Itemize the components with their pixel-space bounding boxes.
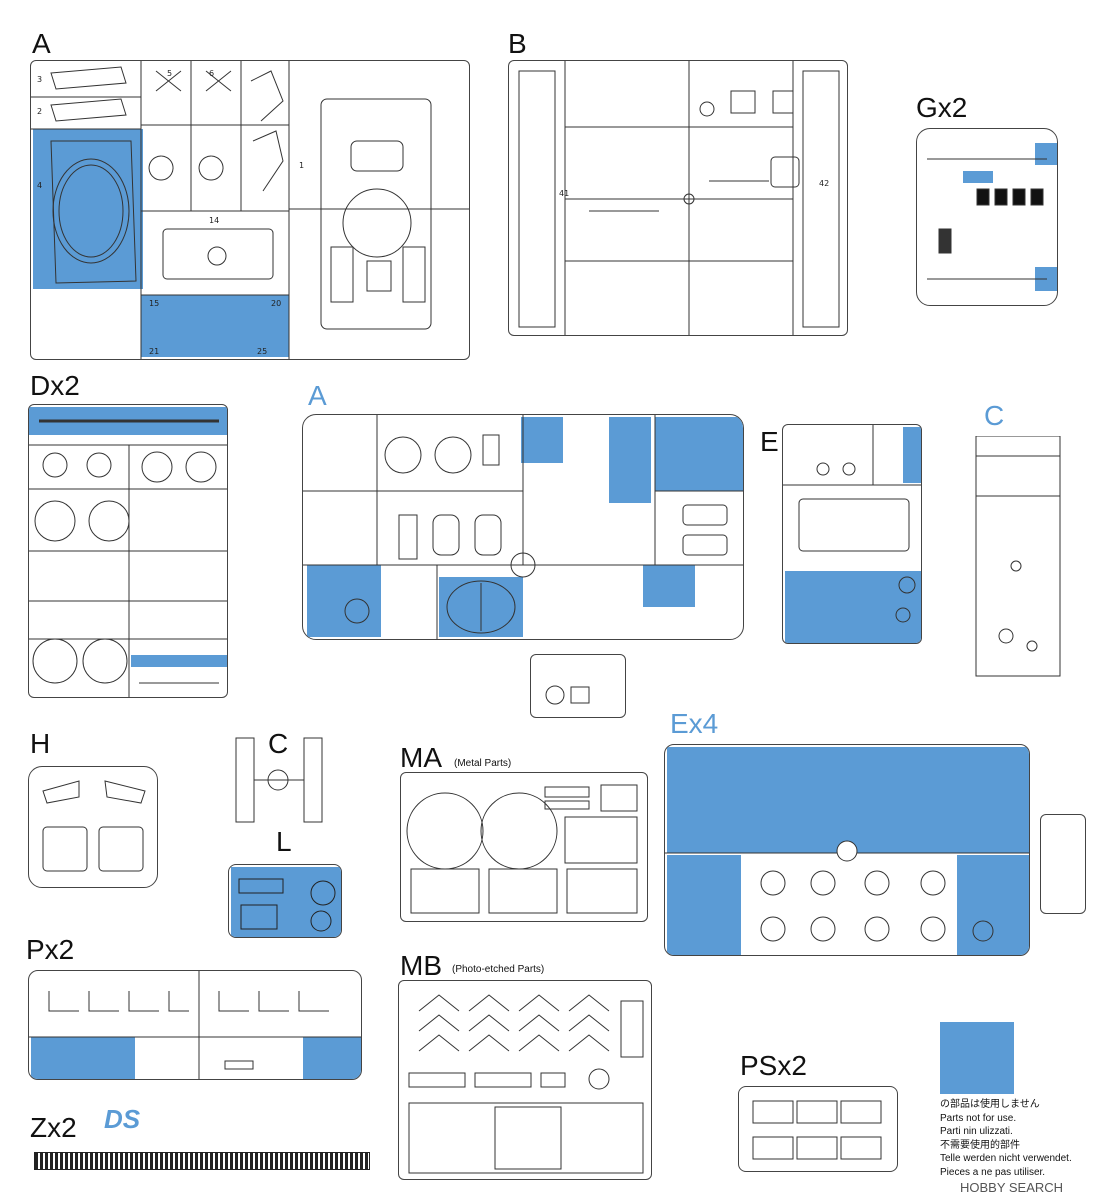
part-number: 3 (37, 75, 43, 84)
legend-line: Pieces a ne pas utiliser. (940, 1166, 1046, 1178)
sprue-d-drawing (29, 419, 227, 697)
part-number: 15 (149, 299, 160, 308)
part-number: 4 (37, 181, 43, 190)
sprue-l-drawing (238, 878, 336, 932)
legend-line: の部品は使用しません (940, 1099, 1040, 1110)
sprue-a2-drawing (303, 415, 743, 639)
sprue-ma-sub: (Metal Parts) (454, 758, 512, 769)
sprue-h-label: H (30, 728, 51, 759)
sprue-ps-drawing (752, 1100, 882, 1160)
sprue-ma-label: MA (400, 742, 442, 773)
sprue-a-drawing (31, 61, 469, 359)
sprue-a2 (302, 414, 744, 640)
sprue-p-label: Px2 (26, 934, 75, 965)
sprue-p-unused-right (303, 1037, 361, 1079)
sprue-mb-label: MB (400, 950, 442, 981)
part-number: 42 (819, 179, 830, 188)
sprue-a-unused-row-15-20 (141, 295, 289, 357)
sprue-a-label: A (32, 28, 51, 59)
sprue-a2-unused-19 (521, 417, 563, 463)
sprue-g-label: Gx2 (916, 92, 968, 123)
sprue-d-unused-31 (131, 655, 227, 667)
part-number: 14 (209, 216, 220, 225)
sprue-a: 3 2 4 5 6 1 14 15 20 21 25 (30, 60, 470, 360)
legend-line: 不需要使用的部件 (940, 1139, 1020, 1151)
part-number: 6 (209, 69, 215, 78)
sprue-c2-drawing (975, 436, 1061, 677)
sprue-mb-sub: (Photo-etched Parts) (452, 964, 545, 975)
sprue-e4-label: Ex4 (670, 708, 719, 739)
unused-parts-legend: の部品は使用しません Parts not for use. Parti nin … (940, 1098, 1072, 1179)
sprue-e4-unused-top (667, 747, 1029, 853)
sprue-d-label: Dx2 (30, 370, 80, 401)
sprue-h-drawing (42, 780, 146, 872)
sprue-e (782, 424, 922, 644)
legend-line: Parti nin ulizzati. (940, 1126, 1013, 1137)
sprue-b-label: B (508, 28, 527, 59)
sprue-p-unused-left (31, 1037, 135, 1079)
legend-line: Parts not for use. (940, 1112, 1017, 1124)
sprue-e4-drawing (665, 840, 1029, 942)
sprue-z-label: Zx2 (30, 1112, 77, 1143)
sprue-c-label: C (268, 728, 289, 759)
sprue-b: 41 42 (508, 60, 848, 336)
sprue-a2-tab (530, 654, 626, 718)
sprue-b-drawing (518, 61, 840, 335)
sprue-mb (398, 980, 652, 1180)
sprue-l (228, 864, 342, 938)
sprue-g-drawing (927, 158, 1047, 280)
sprue-d (28, 404, 228, 698)
sprue-e4-tab (1040, 814, 1086, 914)
sprue-a2-unused-23 (655, 417, 743, 491)
sprue-h (28, 766, 158, 888)
sprue-e4-unused-left (667, 855, 741, 955)
sprue-ps (738, 1086, 898, 1172)
part-number: 41 (559, 189, 570, 198)
sprue-e-drawing (783, 425, 921, 623)
sprue-e-unused-33 (903, 427, 921, 483)
sprue-g (916, 128, 1058, 306)
track-link-strip (34, 1152, 370, 1170)
sprue-a2-unused-20 (609, 417, 651, 503)
part-number: 21 (149, 347, 160, 356)
legend-line: Telle werden nicht verwendet. (940, 1153, 1072, 1164)
sprue-c2 (966, 436, 1070, 686)
sprue-ma-drawing (406, 784, 638, 914)
sprue-e4 (664, 744, 1030, 956)
sprue-g-unused-7 (963, 171, 993, 183)
part-number: 2 (37, 107, 43, 116)
sprue-a2-unused-42 (643, 565, 695, 607)
part-number: 25 (257, 347, 268, 356)
sprue-p (28, 970, 362, 1080)
sprue-l-label: L (276, 826, 292, 857)
ds-logo: DS (104, 1104, 141, 1134)
sprue-e-unused-23-30 (785, 571, 921, 643)
part-number: 1 (299, 161, 305, 170)
sprue-c2-label: C (984, 400, 1005, 431)
unused-parts-swatch (940, 1022, 1014, 1094)
sprue-mb-drawing (408, 994, 644, 1174)
sprue-ma (400, 772, 648, 922)
sprue-ps-label: PSx2 (740, 1050, 807, 1081)
part-number: 5 (167, 69, 173, 78)
sprue-e-label: E (760, 426, 779, 457)
part-number: 20 (271, 299, 282, 308)
sprue-a2-tab-drawing (545, 685, 590, 705)
hobby-search-watermark: HOBBY SEARCH (960, 1180, 1064, 1195)
sprue-a2-label: A (308, 380, 327, 411)
sprue-a2-unused-33 (307, 565, 381, 637)
sprue-p-drawing (29, 971, 361, 1079)
sprue-e4-unused-right (957, 855, 1029, 955)
sprue-c (235, 737, 323, 823)
